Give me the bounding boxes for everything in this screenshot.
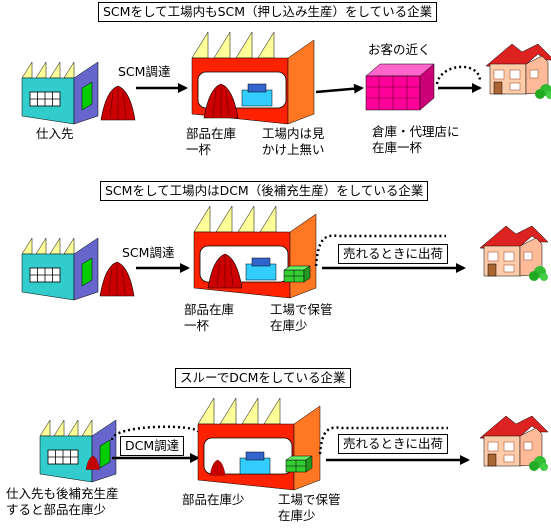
finished-goods-icon — [285, 455, 313, 473]
section3-title: スルーでDCMをしている企業 — [175, 368, 351, 388]
section1-graphics — [21, 31, 551, 125]
ship-on-demand-label: 売れるときに出荷 — [338, 244, 449, 264]
scm-procure-label: SCM調達 — [122, 245, 175, 260]
scm-procure-label: SCM調達 — [118, 64, 171, 79]
dcm-procure-label: DCM調達 — [120, 436, 185, 456]
section1-title: SCMをして工場内もSCM（押し込み生産）をしている企業 — [98, 2, 438, 22]
ship-dotted-line — [318, 426, 448, 455]
delivery-dotted-arrow — [435, 65, 482, 85]
supplier-label: 仕入先 — [36, 126, 74, 141]
customer-house-icon — [479, 415, 549, 472]
warehouse-stock-icon — [365, 63, 435, 111]
dcm-dotted-line — [110, 425, 200, 441]
supplier-factory-icon — [21, 237, 99, 301]
customer-house-icon — [479, 225, 549, 282]
factory-stock-label: 工場で保管 在庫少 — [270, 302, 333, 333]
section3-graphics — [39, 397, 549, 491]
warehouse-label: 倉庫・代理店に 在庫一杯 — [372, 124, 460, 155]
parts-stock-icon — [100, 85, 136, 121]
factory-stock-label: 工場で保管 在庫少 — [278, 492, 341, 523]
finished-goods-icon — [283, 265, 311, 283]
section2-title: SCMをして工場内はDCM（後補充生産）をしている企業 — [100, 181, 429, 201]
factory-icon — [197, 397, 321, 491]
section2-graphics — [21, 205, 549, 301]
factory-stock-label: 工場内は見 かけ上無い — [262, 126, 325, 157]
supplier-label: 仕入先も後補充生産 すると部品在庫少 — [6, 486, 119, 517]
ship-arrow — [315, 83, 364, 94]
parts-stock-label: 部品在庫少 — [182, 492, 245, 507]
customer-house-icon — [485, 43, 551, 100]
parts-stock-icon — [99, 261, 135, 297]
ship-on-demand-label: 売れるときに出荷 — [338, 434, 449, 454]
parts-stock-label: 部品在庫 一杯 — [184, 302, 235, 333]
supplier-factory-icon — [39, 419, 117, 483]
parts-stock-label: 部品在庫 一杯 — [186, 126, 237, 157]
supplier-factory-icon — [21, 61, 99, 125]
near-customer-label: お客の近く — [368, 42, 431, 57]
